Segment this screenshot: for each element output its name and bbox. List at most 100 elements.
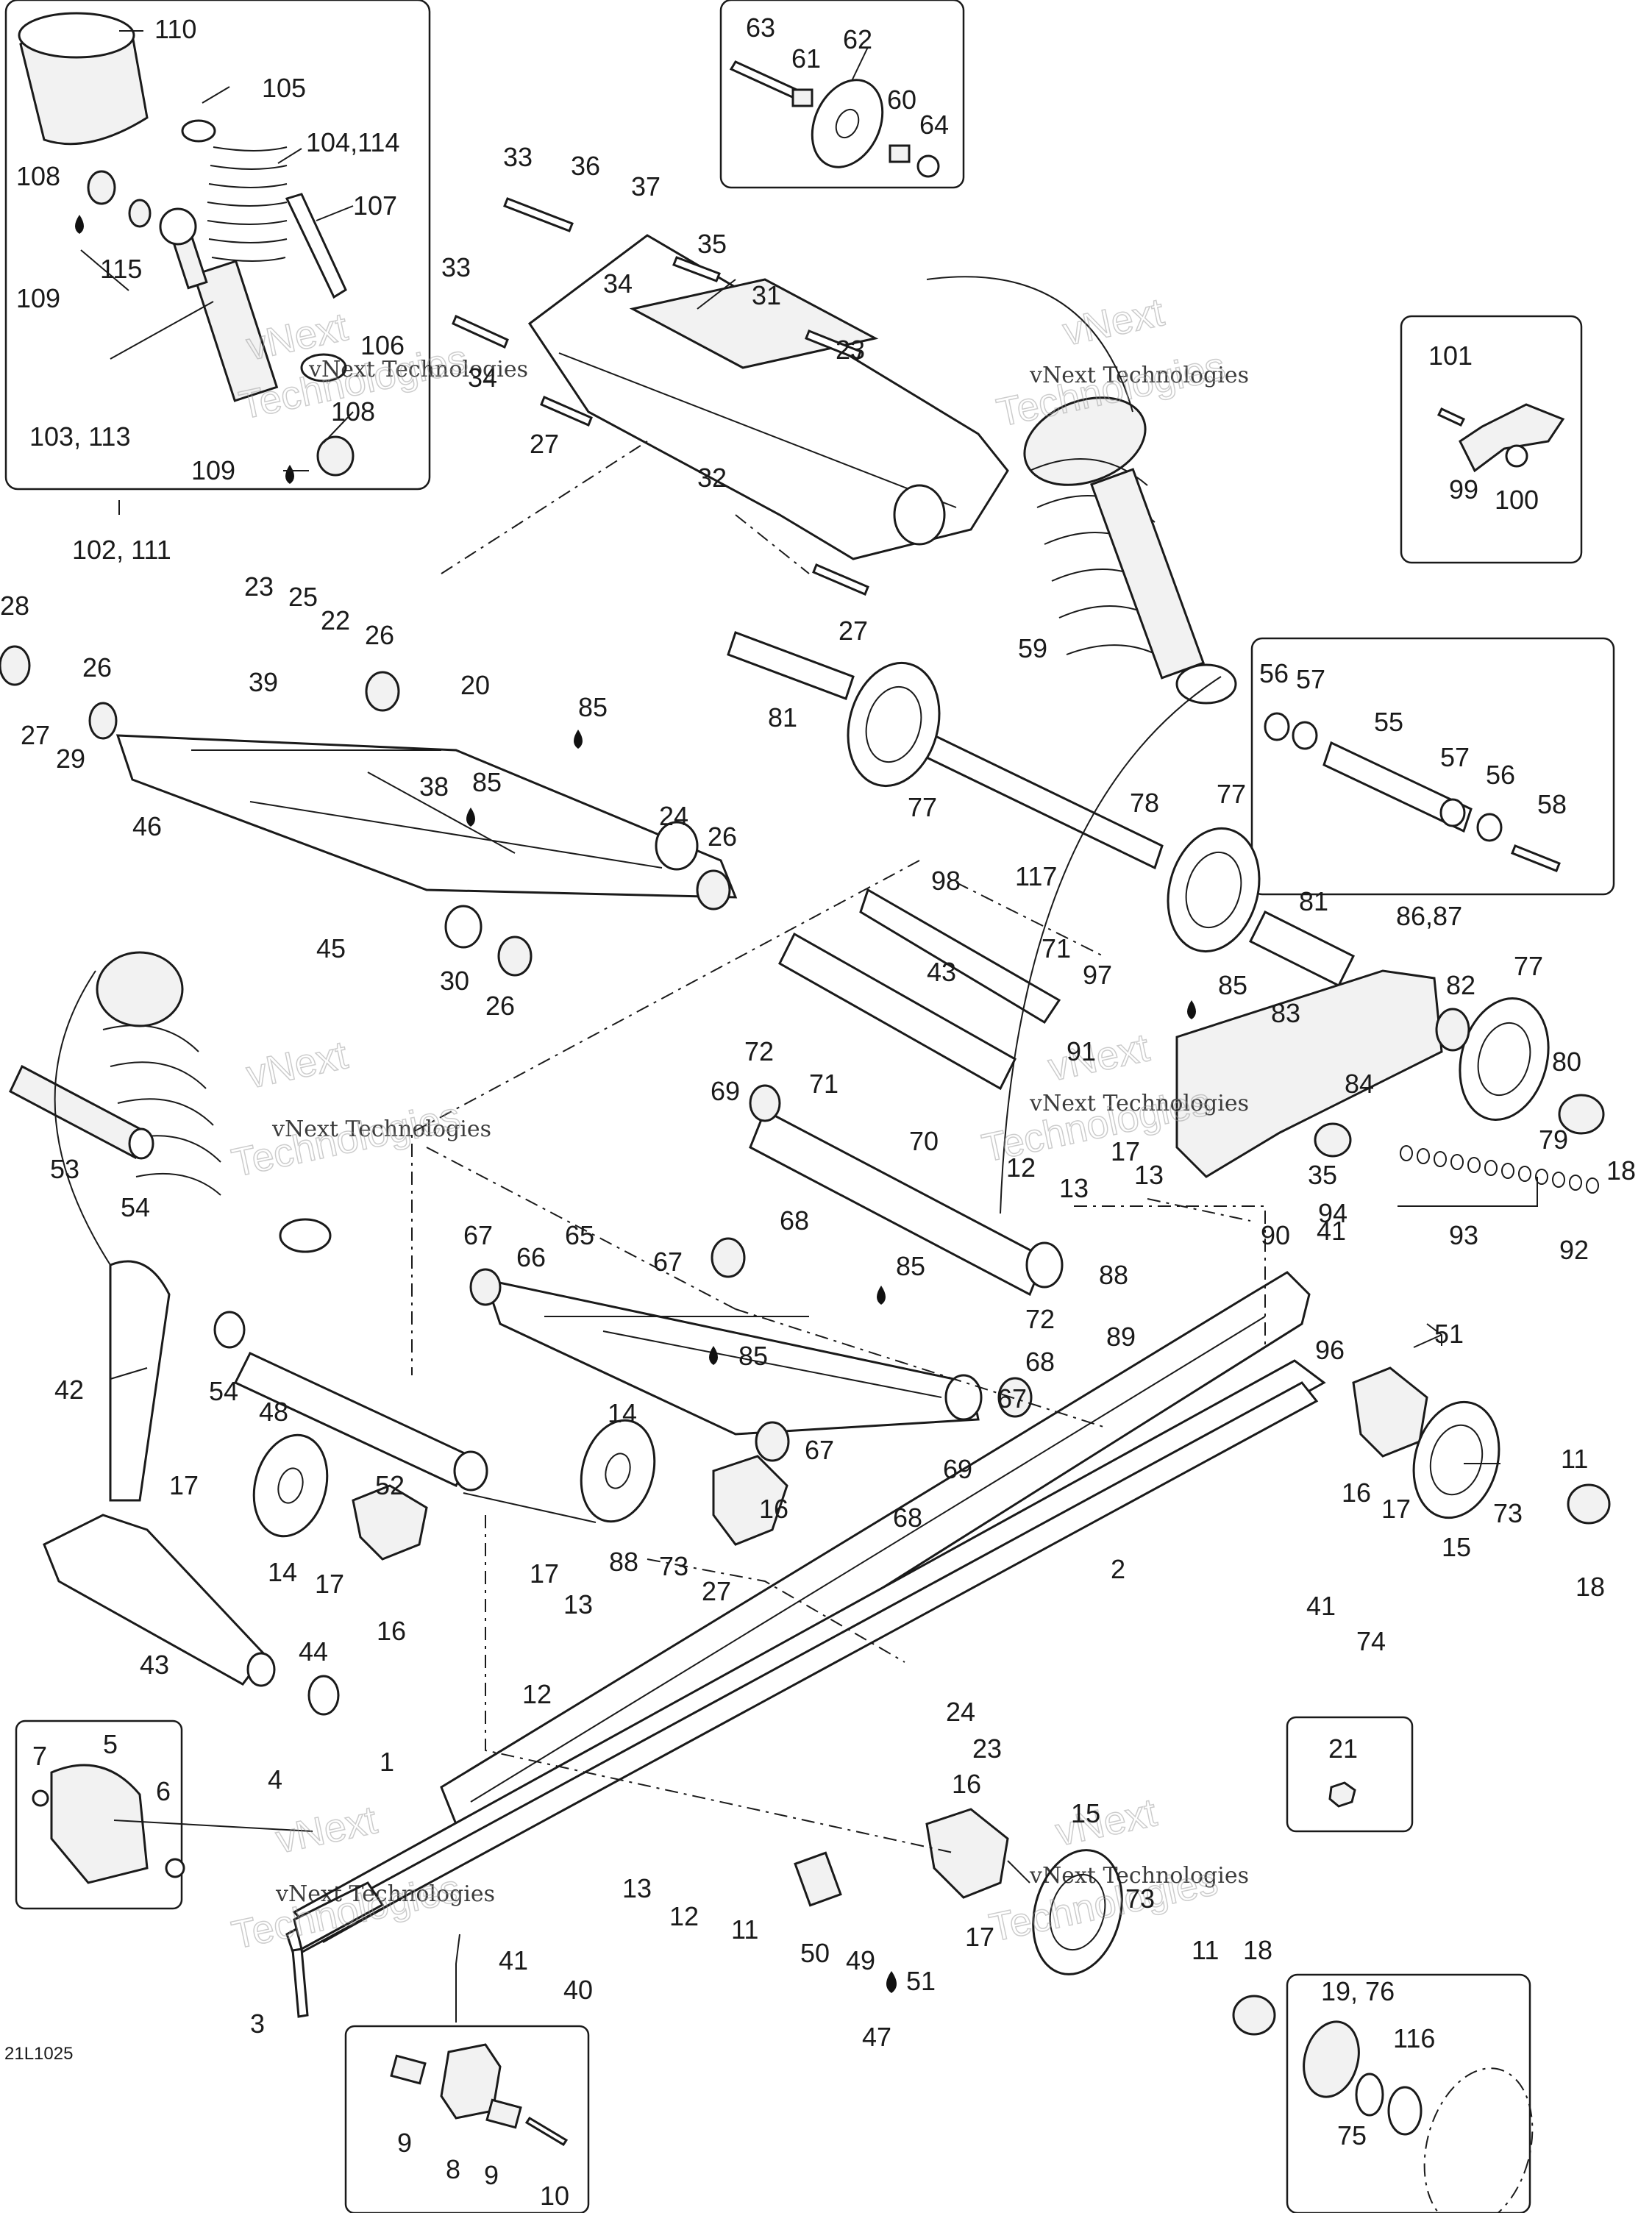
callout-13-mid-right: 13 <box>1134 1160 1164 1190</box>
bracket-99-100 <box>1459 403 1565 473</box>
callout-62: 62 <box>843 24 872 54</box>
shaft-48-52 <box>233 1352 488 1492</box>
callout-64: 64 <box>919 110 949 140</box>
callout-115: 115 <box>100 254 142 284</box>
callout-45: 45 <box>316 933 346 963</box>
callout-11-right: 11 <box>1561 1444 1588 1474</box>
spacer-35-rear <box>1314 1122 1352 1158</box>
rubber-stopper-53 <box>9 1064 149 1160</box>
callout-18-right: 18 <box>1606 1155 1636 1186</box>
cap-28 <box>0 645 31 686</box>
nut-7 <box>32 1789 49 1807</box>
spring-104 <box>207 146 288 262</box>
callout-67-mid: 67 <box>653 1247 683 1277</box>
callout-26-left: 26 <box>82 652 112 683</box>
rivet-10 <box>524 2116 569 2147</box>
grease-icon-85d <box>877 1286 886 1305</box>
watermark-text-6: vNext Technologies <box>1029 1863 1249 1889</box>
callout-17-mid: 17 <box>1111 1136 1140 1166</box>
callout-22: 22 <box>321 605 350 635</box>
assembly-line-a <box>441 441 810 574</box>
wheel-15-right <box>1412 1400 1500 1519</box>
callout-17-left: 17 <box>169 1470 199 1500</box>
callout-15-lower: 15 <box>1071 1798 1100 1828</box>
grease-fitting-detail-box <box>1286 1716 1414 1833</box>
callout-41-upper: 41 <box>1317 1216 1346 1246</box>
callout-67-right: 67 <box>997 1383 1027 1414</box>
rocker-arm-42 <box>43 1260 276 1687</box>
callout-9-left: 9 <box>397 2128 412 2158</box>
callout-30: 30 <box>440 966 469 996</box>
callout-12-mid: 12 <box>1006 1152 1036 1183</box>
bolt-33-top <box>503 197 574 232</box>
callout-88-upper: 88 <box>1099 1260 1128 1290</box>
callout-53: 53 <box>50 1154 79 1184</box>
callout-72-lower: 72 <box>1025 1304 1055 1334</box>
callout-18-rail: 18 <box>1576 1572 1605 1602</box>
callout-66: 66 <box>516 1242 546 1272</box>
watermark-outline-3a: vNext <box>243 1033 352 1097</box>
callout-14-center: 14 <box>608 1398 637 1428</box>
nut-64 <box>916 154 940 178</box>
callout-7: 7 <box>32 1741 47 1771</box>
spring-tool-107 <box>285 193 347 299</box>
callout-85-mid: 85 <box>472 767 502 797</box>
callout-41-lower: 41 <box>1306 1591 1336 1621</box>
callout-50: 50 <box>800 1938 830 1968</box>
spacer-60 <box>889 144 911 163</box>
callout-54-lower: 54 <box>209 1376 238 1406</box>
callout-80: 80 <box>1552 1047 1581 1077</box>
callout-105: 105 <box>262 73 306 103</box>
wheel-77-right <box>1459 997 1550 1122</box>
watermark-text-5: vNext Technologies <box>275 1881 495 1907</box>
callout-63: 63 <box>746 13 775 43</box>
wheel-14-left <box>252 1433 329 1538</box>
callout-29: 29 <box>56 744 85 774</box>
callout-4: 4 <box>268 1764 282 1795</box>
bolt-27-top <box>540 396 593 427</box>
grease-icon-85c <box>1187 1000 1196 1019</box>
callout-72-upper: 72 <box>744 1036 774 1066</box>
callout-79: 79 <box>1539 1125 1568 1155</box>
callout-23-lower: 23 <box>972 1733 1002 1764</box>
idler-detail-box <box>719 0 965 189</box>
callout-108-bottom: 108 <box>331 396 375 427</box>
bushing-72 <box>749 1084 781 1122</box>
shaft-81-lower <box>1248 910 1356 988</box>
callout-24-lower: 24 <box>946 1697 975 1727</box>
callout-2: 2 <box>1111 1554 1125 1584</box>
callout-9-right: 9 <box>484 2160 499 2190</box>
assembly-line-b <box>411 860 920 1375</box>
callout-116: 116 <box>1393 2023 1435 2053</box>
washer-44 <box>307 1675 340 1716</box>
washer-54 <box>128 1127 154 1160</box>
callout-26-bottom: 26 <box>485 991 515 1021</box>
bushing-67-c <box>997 1377 1033 1418</box>
callout-58: 58 <box>1537 789 1567 819</box>
callout-18-lower: 18 <box>1243 1935 1272 1965</box>
callout-69-mid: 69 <box>943 1454 972 1484</box>
watermark-outline-5b: Technologies <box>228 1867 464 1958</box>
bushing-26-bottom <box>497 936 533 977</box>
cap-18-right <box>1558 1094 1605 1135</box>
axle-55 <box>1322 741 1473 833</box>
callout-86-87: 86,87 <box>1396 901 1462 931</box>
callout-33-left: 33 <box>441 252 471 282</box>
wheel-14-center <box>580 1419 656 1523</box>
callout-43-lower: 43 <box>140 1650 169 1680</box>
grease-icon-85b <box>466 808 475 827</box>
seal-19-76 <box>1303 2020 1360 2098</box>
bolt-58 <box>1511 844 1561 872</box>
watermark-text-1: vNext Technologies <box>308 357 528 382</box>
callout-11-lower: 11 <box>1192 1935 1219 1965</box>
bushing-108-bottom <box>316 435 355 477</box>
callout-88-lower: 88 <box>609 1547 638 1577</box>
callout-17-right: 17 <box>1381 1494 1411 1524</box>
adjuster-ring-106 <box>300 353 347 382</box>
shaft-43 <box>778 932 1017 1091</box>
callout-27-lower: 27 <box>702 1576 731 1606</box>
callout-17-center: 17 <box>530 1558 559 1589</box>
callout-110: 110 <box>154 14 196 44</box>
callout-15-right: 15 <box>1442 1532 1471 1562</box>
slide-rail-2 <box>285 1359 1326 1959</box>
